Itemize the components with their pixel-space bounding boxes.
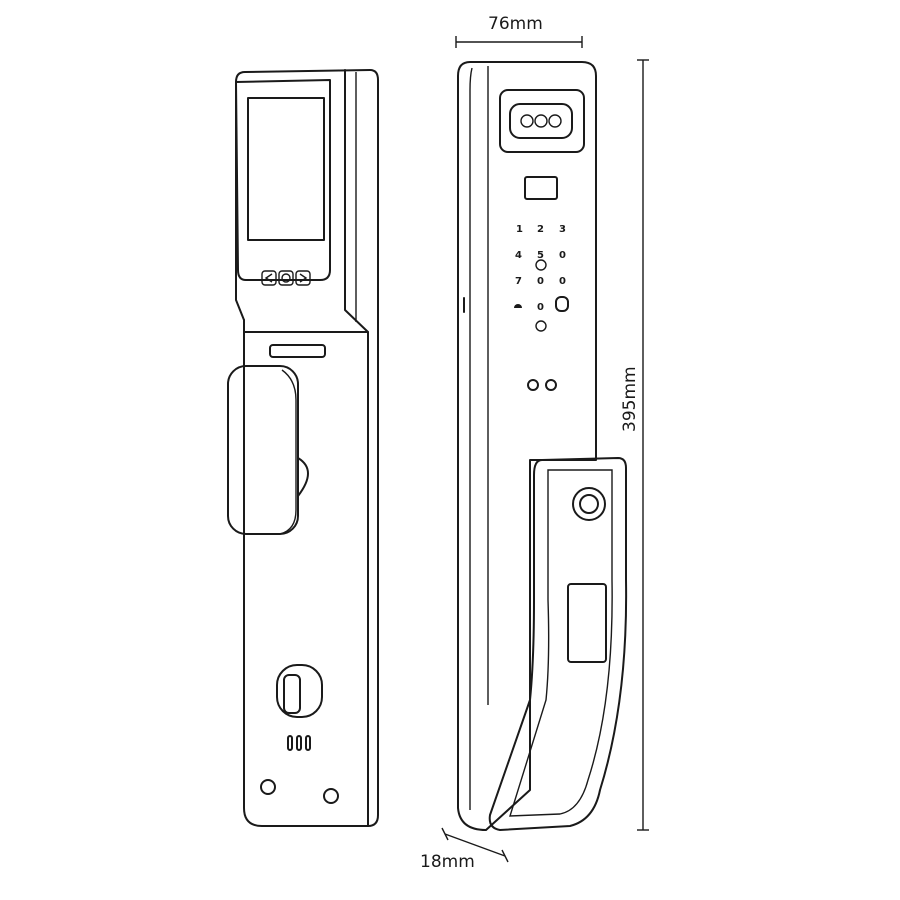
lock-front-view: 1 2 3 4 5 0 7 0 0 0 <box>457 61 628 831</box>
sensor <box>545 379 557 391</box>
thumb-turn <box>276 664 323 718</box>
sensor-window <box>524 176 558 200</box>
key[interactable]: 0 <box>537 276 544 287</box>
handle <box>488 457 628 831</box>
handle <box>227 365 299 535</box>
camera-module <box>499 89 585 153</box>
key[interactable]: 4 <box>515 250 522 261</box>
indicator-slot <box>269 344 326 358</box>
fingerprint-reader <box>572 487 606 521</box>
key[interactable]: 0 <box>559 250 566 261</box>
sensor <box>527 379 539 391</box>
unlock-icon[interactable] <box>555 296 569 312</box>
bell-icon[interactable] <box>535 259 547 271</box>
screw-hole <box>323 788 339 804</box>
bell-icon[interactable] <box>535 320 547 332</box>
screen <box>247 97 325 241</box>
key[interactable]: 1 <box>516 224 523 235</box>
width-dimension-label: 76mm <box>488 14 543 34</box>
screen-housing <box>235 79 331 281</box>
key[interactable]: 7 <box>515 276 522 287</box>
screw-hole <box>260 779 276 795</box>
height-dimension-label: 395mm <box>620 366 640 432</box>
dimension-lines <box>441 36 649 863</box>
handle-panel <box>567 583 607 663</box>
depth-dimension-label: 18mm <box>420 852 475 872</box>
key[interactable]: 0 <box>537 302 544 313</box>
key[interactable]: 3 <box>559 224 566 235</box>
key[interactable]: 2 <box>537 224 544 235</box>
keypad: 1 2 3 4 5 0 7 0 0 0 <box>514 224 569 332</box>
lock-side-view <box>227 69 379 827</box>
lock-icon[interactable] <box>514 304 522 308</box>
key[interactable]: 0 <box>559 276 566 287</box>
key[interactable]: 5 <box>537 250 544 261</box>
vent-slots <box>287 735 311 751</box>
screen-buttons <box>261 270 311 286</box>
